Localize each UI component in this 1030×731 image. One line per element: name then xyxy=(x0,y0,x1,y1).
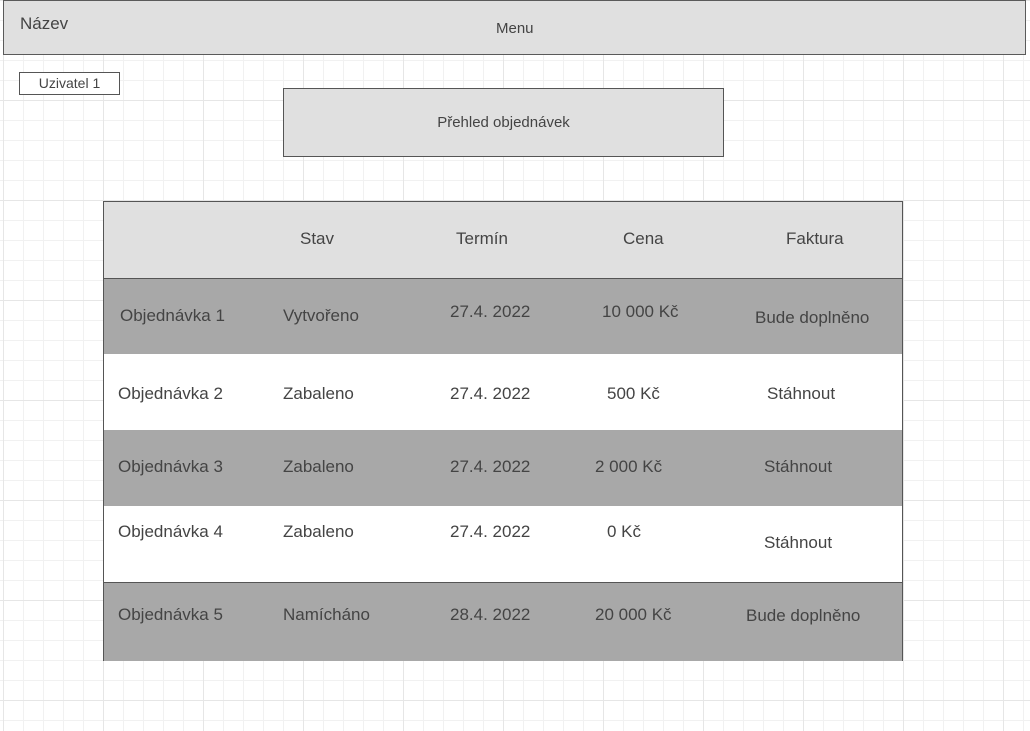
table-row[interactable]: Objednávka 2 Zabaleno 27.4. 2022 500 Kč … xyxy=(104,354,902,430)
table-row[interactable]: Objednávka 5 Namícháno 28.4. 2022 20 000… xyxy=(104,582,902,661)
column-header-cena: Cena xyxy=(623,229,664,248)
order-name: Objednávka 2 xyxy=(118,384,223,403)
order-status: Zabaleno xyxy=(283,384,354,403)
page-title: Přehled objednávek xyxy=(283,88,724,157)
order-status: Zabaleno xyxy=(283,457,354,476)
invoice-download-link[interactable]: Stáhnout xyxy=(767,384,836,403)
orders-table: Stav Termín Cena Faktura Objednávka 1 Vy… xyxy=(103,201,903,661)
order-status: Vytvořeno xyxy=(283,306,359,325)
user-button[interactable]: Uzivatel 1 xyxy=(19,72,120,95)
order-name: Objednávka 4 xyxy=(118,522,223,541)
order-date: 27.4. 2022 xyxy=(450,457,531,476)
order-date: 27.4. 2022 xyxy=(450,522,531,541)
order-price: 2 000 Kč xyxy=(595,457,663,476)
order-date: 27.4. 2022 xyxy=(450,302,531,321)
order-status: Zabaleno xyxy=(283,522,354,541)
order-status: Namícháno xyxy=(283,605,370,624)
invoice-pending: Bude doplněno xyxy=(755,308,870,327)
invoice-download-link[interactable]: Stáhnout xyxy=(764,533,833,552)
invoice-download-link[interactable]: Stáhnout xyxy=(764,457,833,476)
table-row[interactable]: Objednávka 3 Zabaleno 27.4. 2022 2 000 K… xyxy=(104,430,902,506)
app-title: Název xyxy=(20,14,69,33)
invoice-pending: Bude doplněno xyxy=(746,606,861,625)
order-price: 0 Kč xyxy=(607,522,642,541)
top-bar: Název Menu xyxy=(3,0,1026,55)
order-price: 500 Kč xyxy=(607,384,660,403)
order-name: Objednávka 1 xyxy=(120,306,225,325)
menu-button[interactable]: Menu xyxy=(496,20,534,37)
order-name: Objednávka 5 xyxy=(118,605,223,624)
order-price: 20 000 Kč xyxy=(595,605,672,624)
column-header-termin: Termín xyxy=(456,229,508,248)
table-header-row: Stav Termín Cena Faktura xyxy=(104,202,902,279)
table-row[interactable]: Objednávka 1 Vytvořeno 27.4. 2022 10 000… xyxy=(104,279,902,354)
order-date: 27.4. 2022 xyxy=(450,384,531,403)
table-row[interactable]: Objednávka 4 Zabaleno 27.4. 2022 0 Kč St… xyxy=(104,506,902,582)
order-price: 10 000 Kč xyxy=(602,302,679,321)
column-header-faktura: Faktura xyxy=(786,229,844,248)
order-name: Objednávka 3 xyxy=(118,457,223,476)
order-date: 28.4. 2022 xyxy=(450,605,531,624)
column-header-stav: Stav xyxy=(300,229,335,248)
